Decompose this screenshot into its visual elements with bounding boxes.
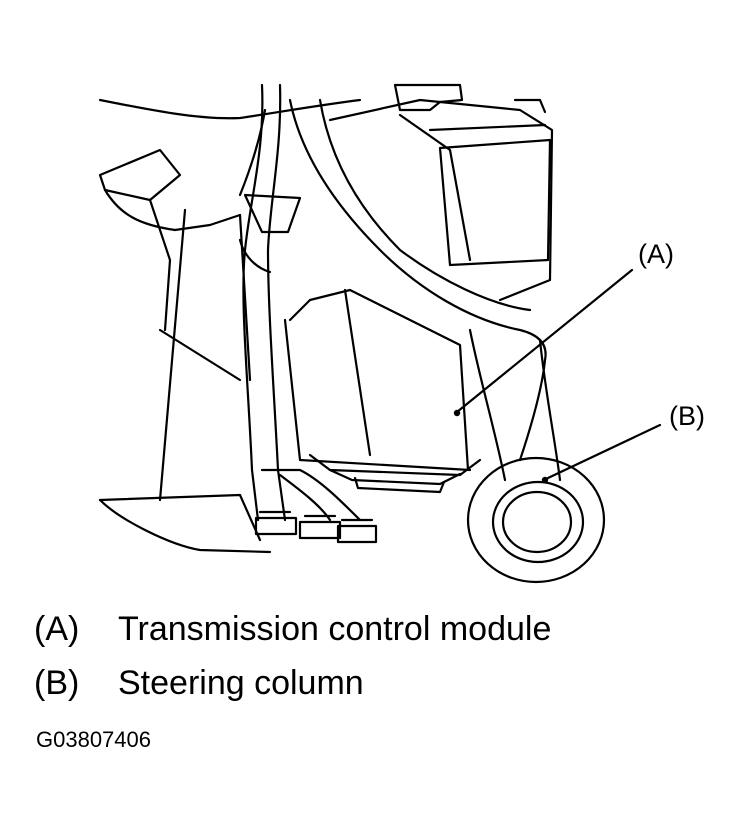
leader-lines: [453, 268, 662, 484]
upper-console: [328, 83, 554, 302]
legend-key-a: (A): [34, 610, 80, 648]
legend-key-b: (B): [34, 664, 80, 702]
diagram-illustration: [98, 83, 662, 584]
figure-code: G03807406: [36, 727, 151, 752]
connectors: [254, 510, 378, 544]
callout-label-a: (A): [638, 239, 674, 269]
dashboard-panel: [98, 98, 362, 502]
tcm-module: [283, 288, 482, 494]
wiring-harness: [238, 83, 362, 522]
legend-label-b: Steering column: [118, 664, 364, 702]
callout-label-b: (B): [669, 401, 705, 431]
floor-panel: [98, 493, 272, 554]
legend-item-a: (A) Transmission control module: [34, 612, 551, 646]
steering-column: [288, 98, 606, 584]
legend-item-b: (B) Steering column: [34, 666, 364, 700]
legend-label-a: Transmission control module: [118, 610, 552, 648]
